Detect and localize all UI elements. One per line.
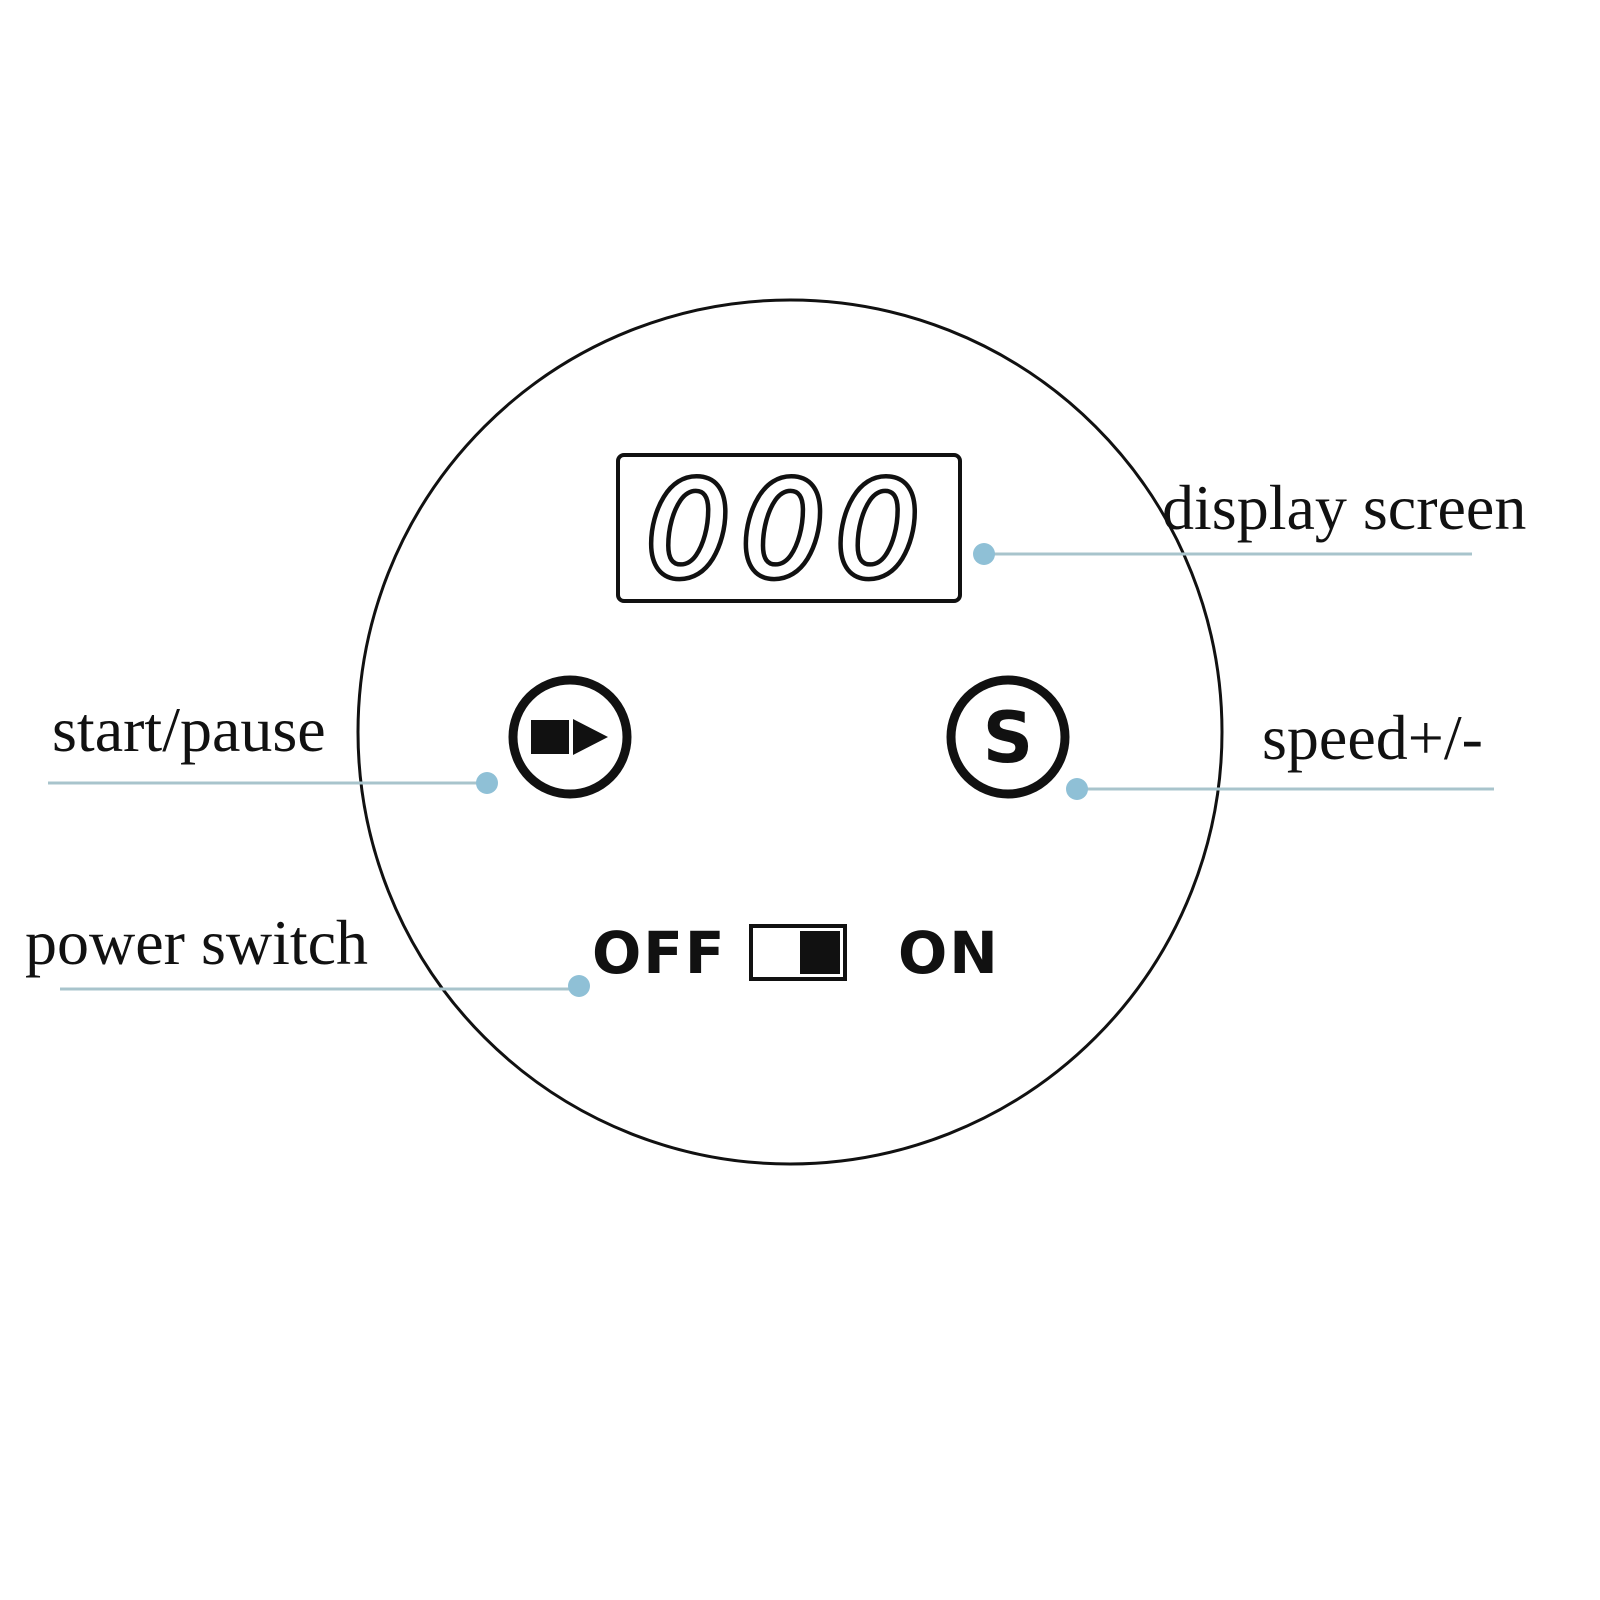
speed-button-ring (946, 675, 1070, 799)
leader-dot-speed (1066, 778, 1088, 800)
callout-start-pause: start/pause (48, 694, 498, 794)
start-pause-button-ring (508, 675, 632, 799)
start-pause-button[interactable] (508, 675, 632, 799)
leader-dot-power-switch (568, 975, 590, 997)
switch-knob (800, 931, 840, 974)
callout-label-speed: speed+/- (1262, 702, 1483, 773)
callout-label-display-screen: display screen (1162, 472, 1526, 543)
toggle-switch-icon[interactable] (749, 924, 847, 981)
callout-label-power-switch: power switch (25, 907, 368, 978)
power-on-label: ON (898, 919, 1000, 987)
control-panel-outline (356, 298, 1224, 1166)
power-switch[interactable]: OFF ON (592, 919, 1000, 987)
power-off-label: OFF (592, 919, 727, 987)
callout-label-start-pause: start/pause (52, 694, 326, 765)
stop-square-icon (531, 720, 569, 754)
display-screen: 000 (616, 450, 962, 611)
callout-speed: speed+/- (1066, 702, 1494, 800)
display-frame (616, 453, 962, 603)
stop-play-icon (531, 719, 608, 755)
leader-dot-display (973, 543, 995, 565)
play-triangle-icon (573, 719, 608, 755)
leader-dot-start-pause (476, 772, 498, 794)
callout-display-screen: display screen (973, 472, 1526, 565)
speed-button[interactable]: S (946, 675, 1070, 799)
speed-s-icon: S (983, 697, 1033, 779)
display-digits: 000 (647, 454, 931, 606)
callout-power-switch: power switch (25, 907, 590, 997)
